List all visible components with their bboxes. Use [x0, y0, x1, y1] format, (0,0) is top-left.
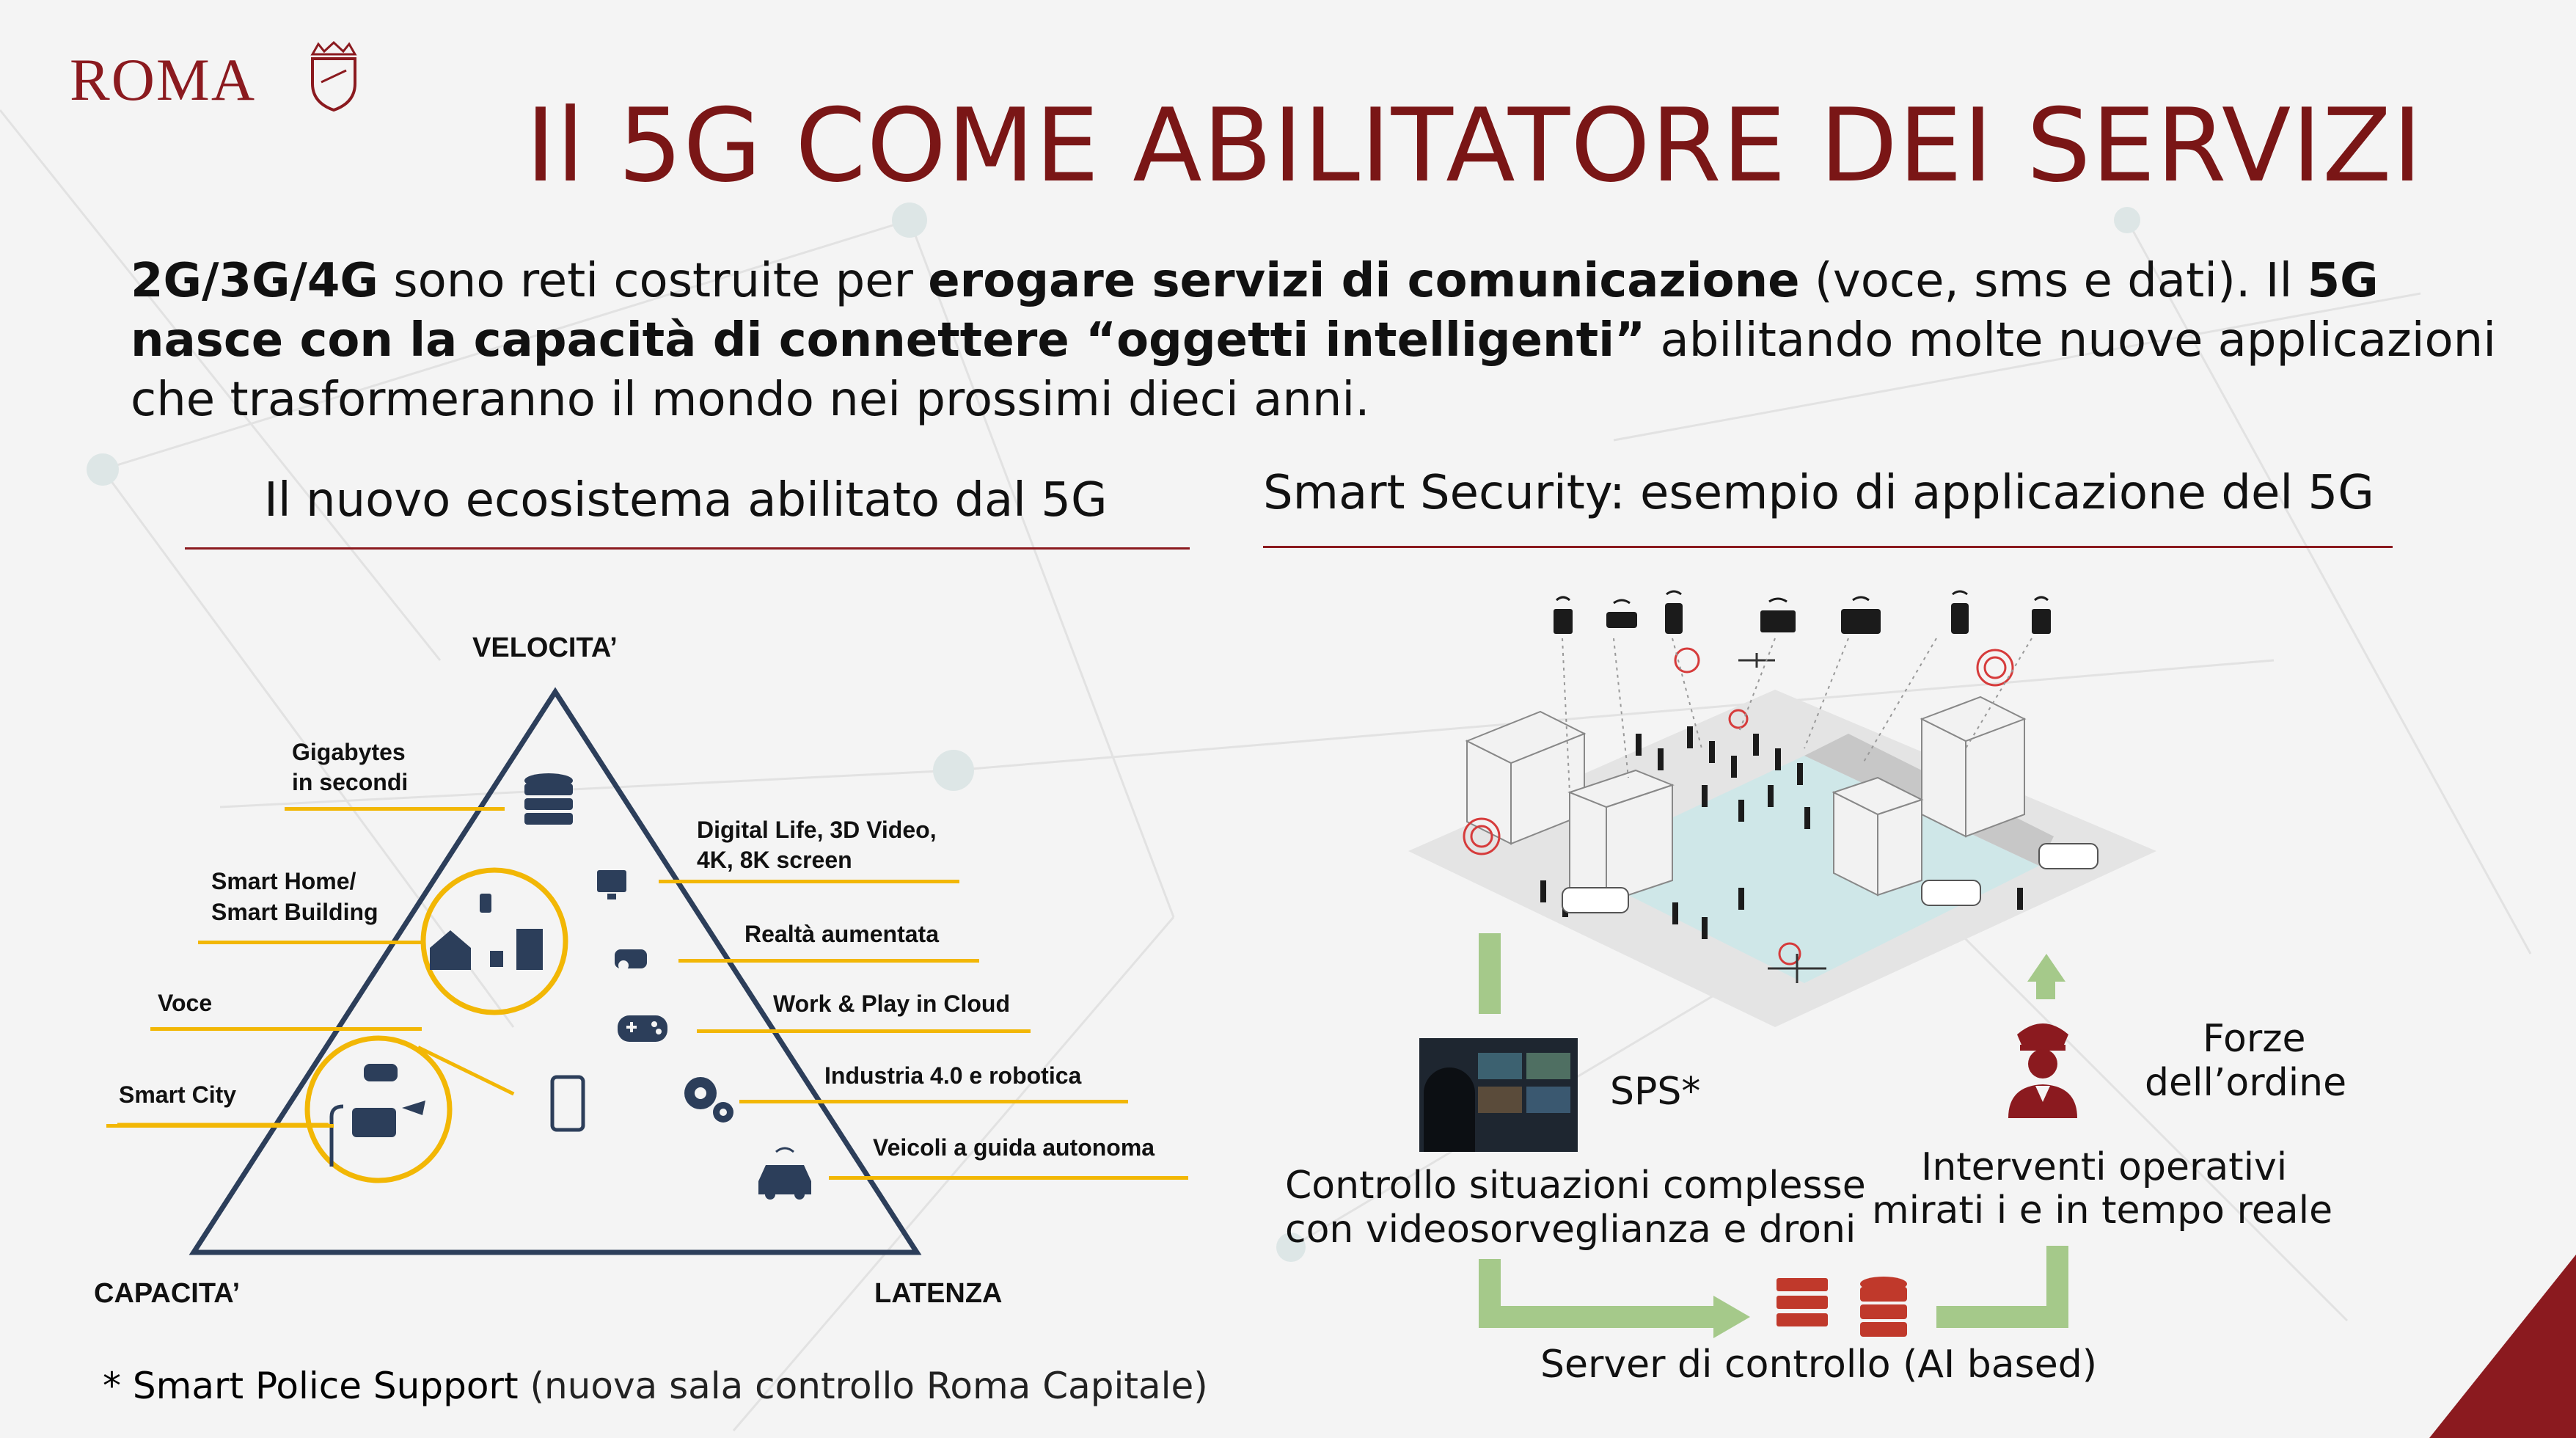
vertex-latenza: LATENZA: [874, 1278, 1003, 1309]
item-digital-life-1: Digital Life, 3D Video,: [697, 817, 937, 843]
database-icon: [524, 773, 573, 825]
intro-text-3: abilitando molte nuove applicazioni che …: [131, 313, 2496, 427]
smart-city-icon: [329, 1064, 425, 1167]
vertex-capacita: CAPACITA’: [94, 1278, 241, 1309]
vertex-velocita: VELOCITA’: [472, 632, 618, 663]
right-section-title: Smart Security: esempio di applicazione …: [1263, 466, 2374, 520]
sps-desc-2: con videosorveglianza e droni: [1285, 1208, 1856, 1252]
item-veicoli: Veicoli a guida autonoma: [873, 1134, 1155, 1161]
police-officer-icon: [2008, 1023, 2077, 1118]
sps-desc-1: Controllo situazioni complesse: [1285, 1164, 1866, 1208]
item-digital-life-2: 4K, 8K screen: [697, 847, 852, 873]
server-icon: [1777, 1277, 1907, 1337]
intro-bold-1: 2G/3G/4G: [131, 254, 378, 308]
corner-accent: [2429, 1255, 2576, 1438]
intro-bold-2: erogare servizi di comunicazione: [928, 254, 1800, 308]
smartphone-icon: [550, 1075, 585, 1132]
leader-voce: [150, 1027, 422, 1031]
item-gigabytes-2: in secondi: [292, 769, 409, 795]
leader-smart-home: [198, 941, 425, 944]
intro-text-2: (voce, sms e dati). Il: [1799, 254, 2308, 308]
intro-text-1: sono reti costruite per: [378, 254, 929, 308]
item-smart-home-1: Smart Home/: [211, 868, 356, 894]
sps-label: SPS*: [1610, 1070, 1701, 1114]
leader-realta: [678, 959, 979, 963]
intro-bold-3: 5G nasce con la capacità di connettere “…: [131, 254, 2379, 368]
roma-logo-text: ROMA: [70, 46, 257, 113]
page-title: Il 5G COME ABILITATORE DEI SERVIZI: [525, 87, 2423, 205]
item-work-play: Work & Play in Cloud: [773, 990, 1010, 1017]
forze-line-1: Forze: [2203, 1017, 2306, 1061]
crest-icon: [310, 41, 357, 112]
left-section-rule: [185, 547, 1190, 550]
gears-icon: [684, 1077, 733, 1123]
leader-veicoli: [829, 1176, 1188, 1180]
footnote: * Smart Police Support (nuova sala contr…: [103, 1365, 1208, 1407]
vr-headset-icon: [615, 949, 647, 971]
leader-digital-life: [659, 880, 959, 883]
intro-paragraph: 2G/3G/4G sono reti costruite per erogare…: [131, 252, 2514, 430]
leader-gigabytes: [285, 807, 505, 811]
footnote-bold: * Smart Police Support: [103, 1365, 519, 1407]
footnote-rest: (nuova sala controllo Roma Capitale): [518, 1365, 1208, 1407]
leader-smart-city: [106, 1124, 334, 1128]
leader-work-play: [697, 1029, 1031, 1033]
server-label: Server di controllo (AI based): [1540, 1343, 2098, 1387]
leader-industria: [739, 1100, 1128, 1103]
monitor-icon: [597, 870, 626, 899]
interventi-line-2: mirati i e in tempo reale: [1872, 1189, 2333, 1233]
item-voce: Voce: [158, 990, 213, 1016]
camera-room-photo: [1419, 1038, 1578, 1152]
interventi-line-1: Interventi operativi: [1921, 1145, 2288, 1189]
smart-home-icon: [430, 894, 543, 970]
item-smart-city: Smart City: [119, 1081, 237, 1108]
item-industria: Industria 4.0 e robotica: [824, 1062, 1082, 1089]
item-realta-aumentata: Realtà aumentata: [744, 921, 939, 947]
left-section-title: Il nuovo ecosistema abilitato dal 5G: [264, 473, 1108, 528]
gamepad-icon: [618, 1015, 667, 1042]
item-gigabytes-1: Gigabytes: [292, 739, 406, 765]
forze-line-2: dell’ordine: [2145, 1061, 2347, 1105]
right-section-rule: [1263, 546, 2393, 548]
city-surveillance-illustration: [1408, 590, 2156, 1027]
item-smart-home-2: Smart Building: [211, 899, 378, 925]
autonomous-car-icon: [758, 1147, 811, 1200]
